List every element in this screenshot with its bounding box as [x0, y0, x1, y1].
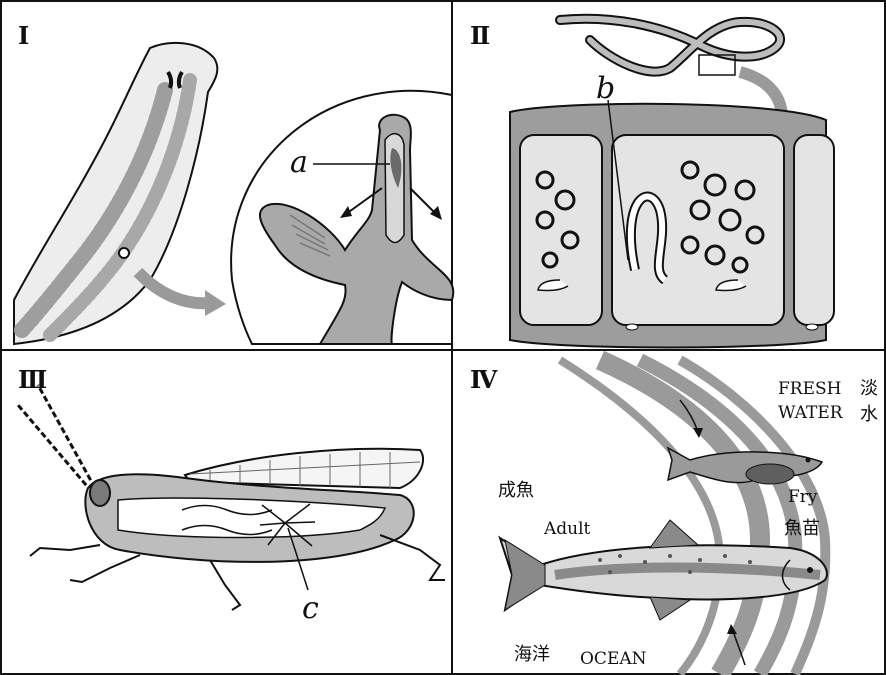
panel-2: Ⅱ: [470, 19, 834, 348]
panel-4: Ⅳ FRESH WATER 淡: [470, 360, 878, 674]
pore-2: [806, 324, 818, 330]
fresh-water-zh-2: 水: [860, 404, 878, 425]
antenna-1: [38, 385, 95, 488]
ocean-label-zh: 海洋: [514, 644, 550, 665]
zoom-arrow: [138, 272, 210, 303]
panel-4-numeral: Ⅳ: [470, 365, 498, 394]
fry-label-zh: 魚苗: [784, 518, 820, 539]
label-c: c: [302, 591, 319, 626]
pelvic-fin: [650, 597, 690, 620]
dorsal-fin: [650, 520, 698, 548]
segment-section: [510, 104, 834, 348]
body-cavity: [118, 498, 385, 538]
zoom-arrow-head: [205, 290, 226, 316]
panel-2-numeral: Ⅱ: [470, 21, 490, 50]
panel-1-numeral: Ⅰ: [18, 21, 29, 50]
highlight-circle: [119, 248, 129, 258]
fresh-water-zh-1: 淡: [860, 378, 878, 399]
segment-3: [794, 135, 834, 325]
adult-label-zh: 成魚: [498, 480, 534, 501]
fresh-water-en-2: WATER: [778, 403, 844, 423]
ocean-label-en: OCEAN: [580, 649, 647, 669]
panel-1: Ⅰ a: [14, 21, 453, 344]
adult-label-en: Adult: [543, 519, 591, 539]
panel-3: Ⅲ: [18, 365, 445, 626]
antenna-2: [18, 405, 92, 492]
compound-eye: [90, 480, 110, 506]
fresh-water-en-1: FRESH: [778, 379, 841, 399]
segment-1: [520, 135, 602, 325]
label-b: b: [596, 71, 615, 106]
fry-label-en: Fry: [788, 487, 818, 507]
pore-1: [626, 324, 638, 330]
salmon-eye: [807, 567, 813, 573]
label-a: a: [290, 145, 308, 180]
panel-3-numeral: Ⅲ: [18, 365, 47, 394]
yolk-sac: [746, 464, 794, 484]
segment-2: [612, 135, 784, 325]
